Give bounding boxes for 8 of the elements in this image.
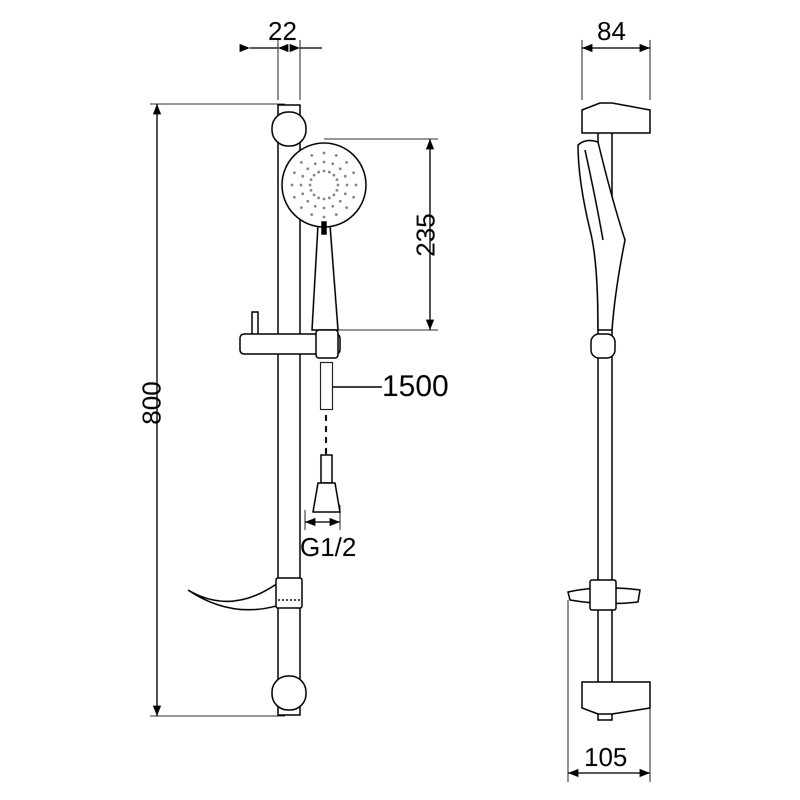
dimension-value: 22 [268, 18, 297, 44]
dimension-value: 84 [597, 18, 626, 44]
dimension-value: G1/2 [300, 534, 356, 560]
dimension-value: 1500 [382, 367, 454, 407]
dimension-value: 235 [412, 213, 439, 257]
dimension-value: 105 [584, 744, 628, 770]
hose [320, 362, 333, 410]
leader-line [333, 386, 382, 388]
